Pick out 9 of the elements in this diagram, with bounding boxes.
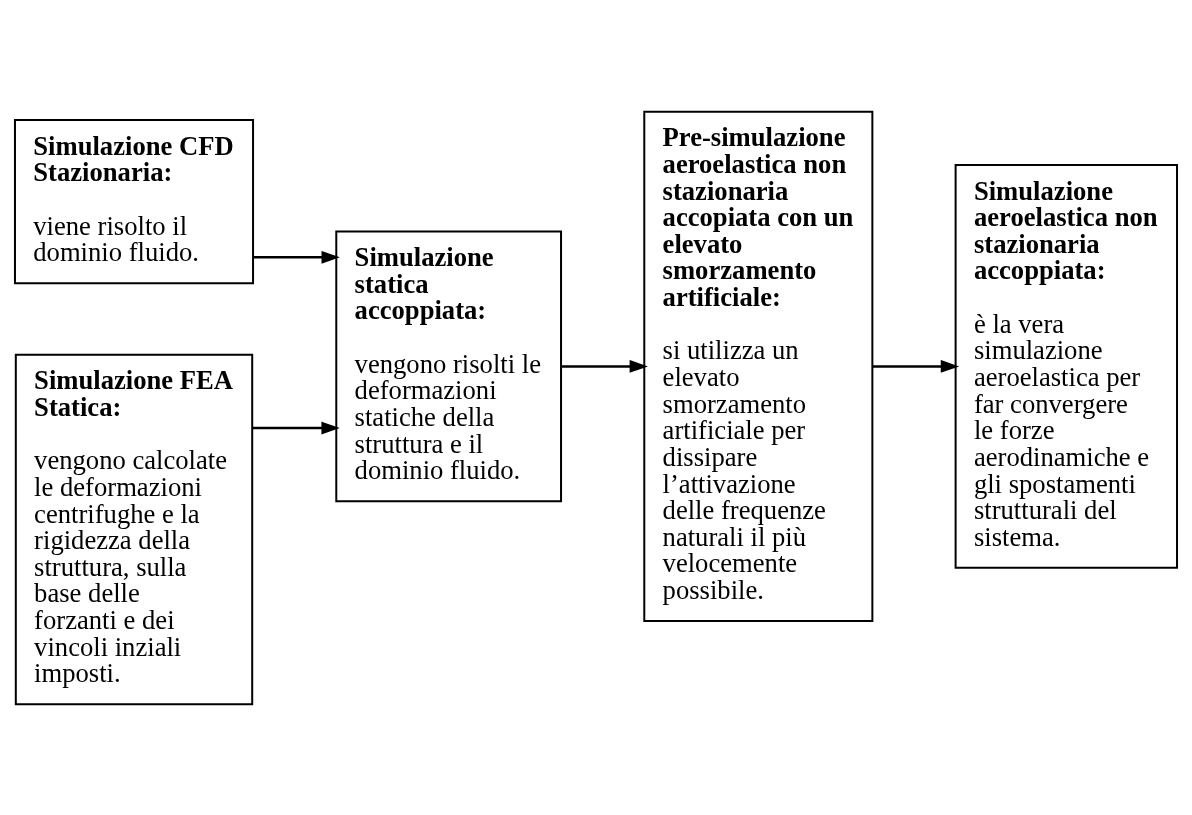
node-box: Simulazione FEA Statica: vengono calcolate le deformazioni centrifughe e la rigidezza della struttura, sulla base delle forzanti e dei vincoli inziali imposti. [14,353,254,705]
node-box: Simulazione aeroelastica non stazionaria accoppiata: è la vera simulazione aeroelastica per far convergere le forze aerodinamiche e gli spostamenti strutturali del sistema. [954,163,1179,569]
arrow [253,250,340,264]
node-box: Pre-simulazione aeroelastica non stazionaria accopiata con un elevato smorzamento artificiale: si utilizza un elevato smorzamento artificiale per dissipare l’attivazione delle frequenze naturali il più velocemente possibile. [643,110,874,622]
arrow [561,359,648,373]
arrow [872,359,960,373]
arrow [252,421,340,434]
node-box: Simulazione CFD Stazionaria: viene risolto il dominio fluido. [13,118,255,284]
node-box: Simulazione statica accoppiata: vengono risolti le deformazioni statiche della struttura e il dominio fluido. [335,230,563,502]
